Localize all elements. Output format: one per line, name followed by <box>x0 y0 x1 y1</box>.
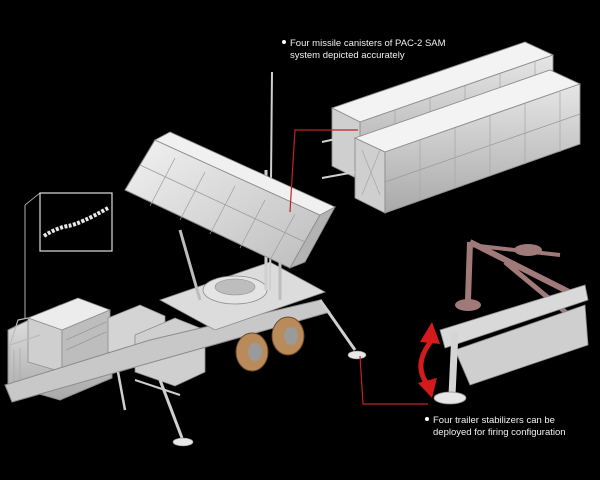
bullet-icon <box>425 417 429 422</box>
stabilizer-legs <box>116 299 367 447</box>
stabilizers-callout-line2: deployed for firing configuration <box>433 427 566 438</box>
bullet-icon <box>282 40 286 45</box>
canisters-callout: Four missile canisters of PAC-2 SAM syst… <box>282 38 472 62</box>
stabilizer-detail <box>433 239 589 405</box>
canister-leader-line <box>289 129 358 213</box>
launcher-trailer-model <box>4 71 367 447</box>
deploy-arrow-icon <box>418 322 440 398</box>
stabilizer-leader-line <box>359 355 428 405</box>
missile-canisters-detail <box>321 41 582 214</box>
cable-detail-inset <box>24 192 113 318</box>
stabilizers-callout: Four trailer stabilizers can be deployed… <box>425 415 595 439</box>
stabilizers-callout-line1: Four trailer stabilizers can be <box>433 415 555 426</box>
canisters-callout-line2: system depicted accurately <box>290 50 405 61</box>
raised-canister-stack <box>124 131 336 301</box>
canisters-callout-line1: Four missile canisters of PAC-2 SAM <box>290 38 446 49</box>
trailer-wheels <box>235 316 305 372</box>
